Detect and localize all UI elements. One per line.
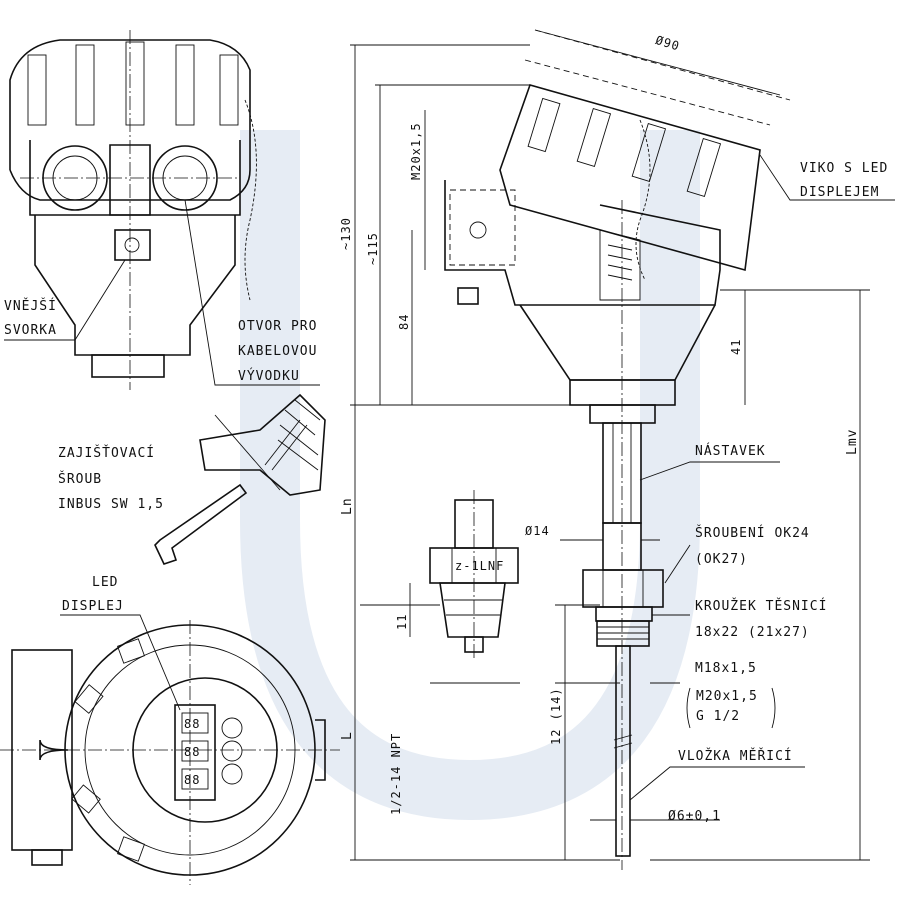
dim-lmv: Lmv <box>845 429 860 455</box>
dim-c115: ~115 <box>366 232 380 265</box>
dim-84: 84 <box>397 314 411 330</box>
locking-screw-detail <box>199 393 326 496</box>
svg-text:ŠROUBENÍ OK24: ŠROUBENÍ OK24 <box>695 525 810 541</box>
led-display-icon: 88 88 88 <box>184 717 200 787</box>
svg-text:M18x1,5: M18x1,5 <box>695 661 757 676</box>
dim-m20: M20x1,5 <box>409 122 423 180</box>
svg-text:88: 88 <box>184 745 200 759</box>
svg-text:DISPLEJ: DISPLEJ <box>62 599 124 614</box>
svg-text:OTVOR PRO: OTVOR PRO <box>238 319 317 334</box>
npt-fitting <box>429 490 519 660</box>
label-m18: M18x1,5 <box>695 661 757 676</box>
dim-l: L <box>340 731 355 740</box>
dim-41: 41 <box>729 339 743 355</box>
dim-d90: Ø90 <box>654 33 682 54</box>
hex-marking: z-1LNF <box>455 559 504 573</box>
svg-text:DISPLEJEM: DISPLEJEM <box>800 185 879 200</box>
label-viko-s-led-displejem: VIKO S LED DISPLEJEM <box>759 154 895 201</box>
svg-text:VÝVODKU: VÝVODKU <box>238 368 300 384</box>
svg-text:M20x1,5: M20x1,5 <box>696 689 758 704</box>
label-sroubeni: ŠROUBENÍ OK24 (OK27) <box>664 525 810 584</box>
label-m20-g12: M20x1,5 G 1/2 <box>686 687 776 729</box>
label-krouzek-tesnici: KROUŽEK TĚSNICÍ 18x22 (21x27) <box>652 598 827 640</box>
svg-text:INBUS SW 1,5: INBUS SW 1,5 <box>58 497 164 512</box>
svg-text:NÁSTAVEK: NÁSTAVEK <box>695 443 766 459</box>
dim-11: 11 <box>395 614 409 630</box>
svg-text:Ø6±0,1: Ø6±0,1 <box>668 809 721 824</box>
dim-npt: 1/2-14 NPT <box>389 733 403 815</box>
svg-text:KABELOVOU: KABELOVOU <box>238 344 317 359</box>
svg-text:VLOŽKA MĚŘICÍ: VLOŽKA MĚŘICÍ <box>678 748 793 764</box>
svg-text:VNĚJŠÍ: VNĚJŠÍ <box>4 298 57 314</box>
svg-text:G 1/2: G 1/2 <box>696 709 740 724</box>
hex-key-icon <box>154 483 248 565</box>
label-nastavek: NÁSTAVEK <box>639 443 780 481</box>
thermometer-stem <box>582 404 664 857</box>
head-front-view <box>9 30 257 390</box>
label-zajistovaci-sroub: ZAJIŠŤOVACÍ ŠROUB INBUS SW 1,5 <box>58 445 164 512</box>
label-vlozka-meric: VLOŽKA MĚŘICÍ <box>629 748 805 801</box>
svg-text:VIKO S LED: VIKO S LED <box>800 161 888 176</box>
label-otvor-pro-kabelovou-vyvodku: OTVOR PRO KABELOVOU VÝVODKU <box>184 199 320 386</box>
dim-c130: ~130 <box>339 217 353 250</box>
svg-text:(OK27): (OK27) <box>695 552 748 567</box>
svg-text:88: 88 <box>184 717 200 731</box>
dim-ln: Ln <box>340 497 355 515</box>
svg-text:ŠROUB: ŠROUB <box>58 471 102 487</box>
head-side-view <box>444 29 791 870</box>
svg-text:KROUŽEK TĚSNICÍ: KROUŽEK TĚSNICÍ <box>695 598 827 614</box>
svg-text:LED: LED <box>92 575 118 590</box>
watermark-logo <box>240 130 700 821</box>
svg-text:18x22 (21x27): 18x22 (21x27) <box>695 625 810 640</box>
svg-text:ZAJIŠŤOVACÍ: ZAJIŠŤOVACÍ <box>58 445 155 461</box>
svg-text:88: 88 <box>184 773 200 787</box>
label-vnejsi-svorka: VNĚJŠÍ SVORKA <box>4 259 126 341</box>
head-top-view <box>0 620 340 885</box>
dim-d14: Ø14 <box>525 524 550 538</box>
label-led-displej: LED DISPLEJ <box>60 575 181 711</box>
dim-12-14: 12 (14) <box>549 687 563 745</box>
dimension-lines <box>350 29 870 861</box>
svg-text:SVORKA: SVORKA <box>4 323 57 338</box>
label-d6: Ø6±0,1 <box>668 809 721 824</box>
